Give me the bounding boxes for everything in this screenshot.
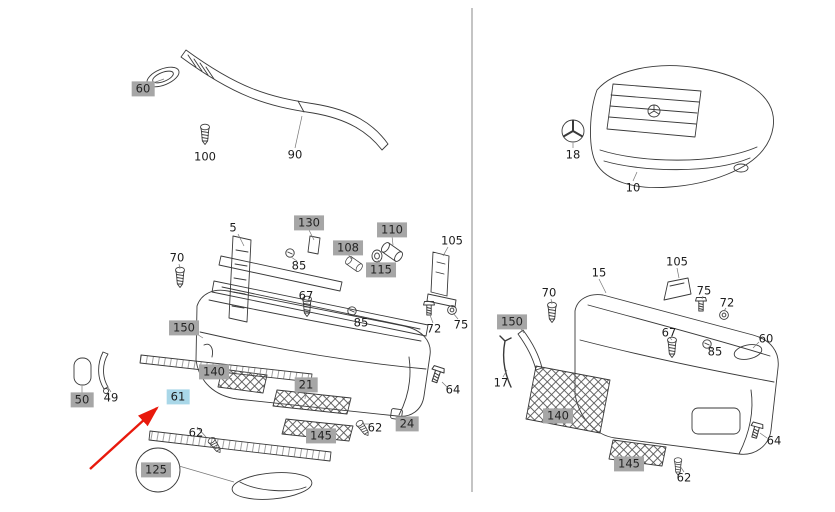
part-label-72[interactable]: 72	[719, 295, 735, 310]
part-label-61[interactable]: 61	[166, 389, 190, 405]
part-label-60[interactable]: 60	[758, 331, 774, 346]
part-label-75[interactable]: 75	[453, 317, 469, 332]
part-label-150[interactable]: 150	[497, 314, 527, 330]
part-label-21[interactable]: 21	[294, 377, 318, 393]
part-label-85[interactable]: 85	[353, 315, 369, 330]
part-label-85[interactable]: 85	[707, 344, 723, 359]
part-label-67[interactable]: 67	[661, 325, 677, 340]
part-label-64[interactable]: 64	[766, 433, 782, 448]
part-label-49[interactable]: 49	[103, 390, 119, 405]
part-label-72[interactable]: 72	[426, 321, 442, 336]
part-label-62[interactable]: 62	[367, 420, 383, 435]
part-label-67[interactable]: 67	[298, 288, 314, 303]
part-label-125[interactable]: 125	[141, 462, 171, 478]
part-label-60[interactable]: 60	[131, 81, 155, 97]
part-label-105[interactable]: 105	[666, 254, 688, 269]
front-bumper-illustration	[590, 65, 774, 188]
part-label-62[interactable]: 62	[188, 425, 204, 440]
part-label-5[interactable]: 5	[229, 220, 237, 235]
part-label-50[interactable]: 50	[70, 392, 94, 408]
part-label-110[interactable]: 110	[377, 222, 407, 238]
part-label-140[interactable]: 140	[543, 408, 573, 424]
part-label-130[interactable]: 130	[294, 215, 324, 231]
part-label-64[interactable]: 64	[445, 382, 461, 397]
part-label-75[interactable]: 75	[696, 283, 712, 298]
part-label-18[interactable]: 18	[565, 147, 581, 162]
part-label-115[interactable]: 115	[366, 262, 396, 278]
part-label-24[interactable]: 24	[395, 416, 419, 432]
part-label-145[interactable]: 145	[614, 456, 644, 472]
star-emblem-illustration	[561, 119, 585, 143]
part-label-150[interactable]: 150	[169, 320, 199, 336]
part-label-105[interactable]: 105	[441, 233, 463, 248]
part-label-100[interactable]: 100	[194, 149, 216, 164]
part-label-15[interactable]: 15	[591, 265, 607, 280]
part-label-17[interactable]: 17	[493, 375, 509, 390]
part-label-108[interactable]: 108	[333, 240, 363, 256]
part-label-70[interactable]: 70	[541, 285, 557, 300]
part-label-90[interactable]: 90	[287, 147, 303, 162]
part-label-62[interactable]: 62	[676, 470, 692, 485]
part-label-10[interactable]: 10	[625, 180, 641, 195]
part-label-70[interactable]: 70	[169, 250, 185, 265]
part-label-140[interactable]: 140	[199, 364, 229, 380]
part-label-85[interactable]: 85	[291, 258, 307, 273]
selection-arrow	[89, 406, 159, 470]
part-label-145[interactable]: 145	[306, 428, 336, 444]
